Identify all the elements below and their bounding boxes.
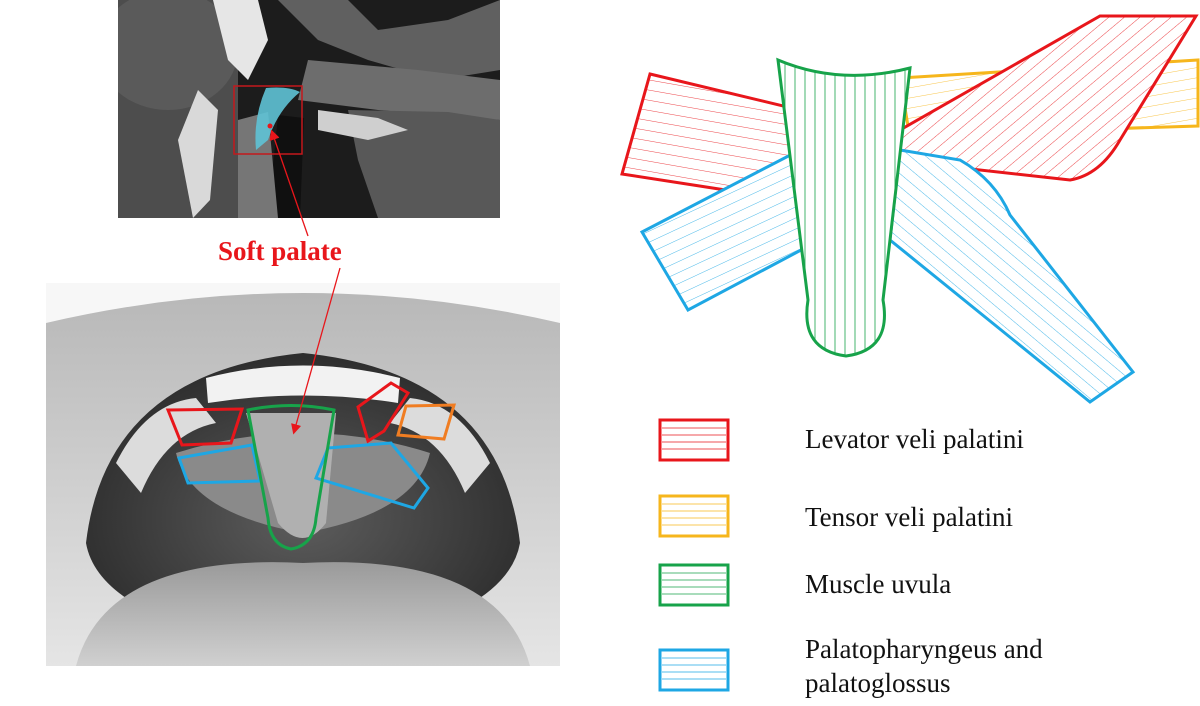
legend-label-tensor: Tensor veli palatini	[805, 500, 1013, 534]
legend-swatch-palatopharyngeus	[658, 648, 730, 692]
legend-label-palatopharyngeus: Palatopharyngeus and palatoglossus	[805, 632, 1043, 700]
soft-palate-label: Soft palate	[218, 236, 342, 267]
ct-scan-image	[118, 0, 500, 218]
legend-item-tensor: Tensor veli palatini	[658, 494, 1178, 544]
legend-swatch-tensor	[658, 494, 730, 538]
legend-swatch-levator	[658, 418, 730, 462]
legend-label-uvula: Muscle uvula	[805, 567, 951, 601]
legend-label-levator: Levator veli palatini	[805, 422, 1024, 456]
oral-cavity-illustration	[46, 283, 560, 666]
legend-item-uvula: Muscle uvula	[658, 563, 1178, 613]
legend-item-palatopharyngeus: Palatopharyngeus and palatoglossus	[658, 648, 1178, 698]
legend-swatch-uvula	[658, 563, 730, 607]
legend-item-levator: Levator veli palatini	[658, 418, 1178, 468]
muscle-schematic	[600, 0, 1200, 406]
